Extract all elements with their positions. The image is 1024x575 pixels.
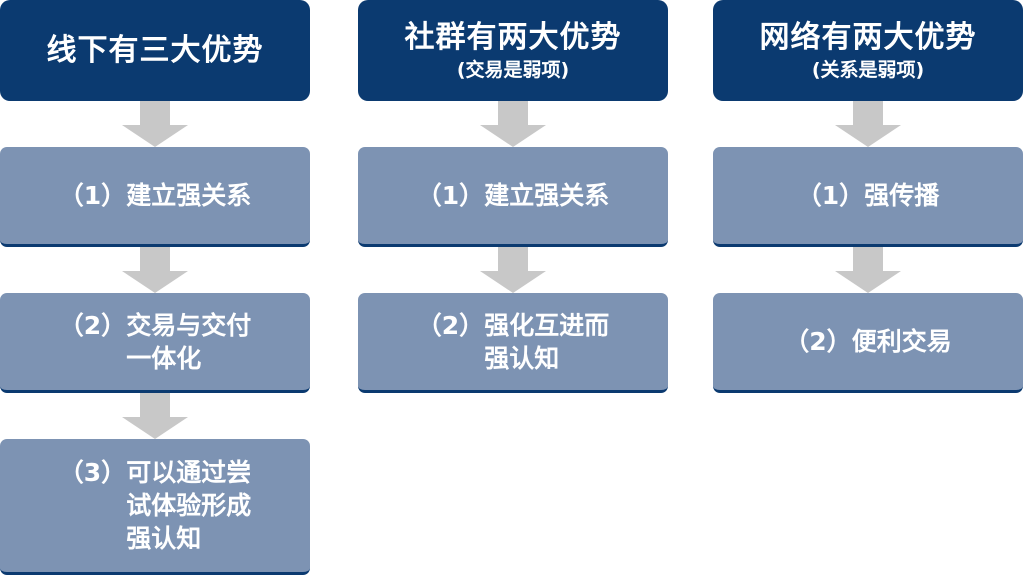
step-text: 建立强关系	[484, 181, 610, 210]
step-box: （1） 强传播	[713, 147, 1023, 247]
step-box: （3） 可以通过尝 试体验形成 强认知	[0, 439, 310, 575]
step-text: 强传播	[864, 181, 940, 210]
header-title: 网络有两大优势	[759, 19, 977, 55]
down-arrow-icon	[480, 101, 546, 147]
step-box: （2） 交易与交付 一体化	[0, 293, 310, 393]
column-header-offline: 线下有三大优势	[0, 0, 310, 101]
step-number: （3）	[58, 458, 127, 487]
step-box: （2） 强化互进而 强认知	[358, 293, 668, 393]
step-text: 交易与交付 一体化	[126, 310, 252, 373]
step-number: （1）	[416, 181, 485, 210]
down-arrow-icon	[122, 247, 188, 293]
step-text: 可以通过尝 试体验形成 强认知	[126, 458, 252, 553]
column-header-online: 网络有两大优势 (关系是弱项)	[713, 0, 1023, 101]
header-title: 社群有两大优势	[404, 19, 622, 55]
down-arrow-icon	[835, 101, 901, 147]
header-subtitle: (交易是弱项)	[456, 58, 570, 81]
step-text: 便利交易	[851, 327, 952, 356]
down-arrow-icon	[122, 101, 188, 147]
step-text: 建立强关系	[126, 181, 252, 210]
header-title: 线下有三大优势	[46, 32, 264, 68]
down-arrow-icon	[480, 247, 546, 293]
step-number: （2）	[784, 327, 852, 356]
step-number: （2）	[58, 310, 127, 340]
step-box: （1） 建立强关系	[0, 147, 310, 247]
step-text: 强化互进而 强认知	[484, 310, 610, 373]
down-arrow-icon	[835, 247, 901, 293]
down-arrow-icon	[122, 393, 188, 439]
step-number: （2）	[416, 310, 485, 340]
column-header-community: 社群有两大优势 (交易是弱项)	[358, 0, 668, 101]
step-number: （1）	[796, 181, 865, 210]
step-box: （2） 便利交易	[713, 293, 1023, 393]
step-number: （1）	[58, 181, 127, 210]
header-subtitle: (关系是弱项)	[811, 58, 925, 81]
step-box: （1） 建立强关系	[358, 147, 668, 247]
